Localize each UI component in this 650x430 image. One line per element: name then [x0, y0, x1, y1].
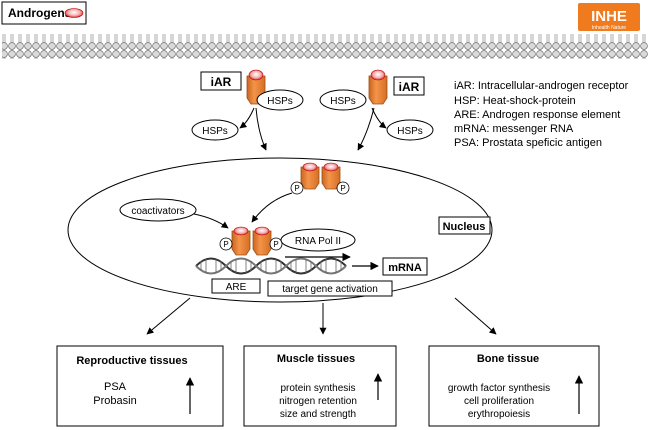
svg-text:HSPs: HSPs [397, 126, 423, 137]
hsp-top-right: HSPs [319, 89, 367, 111]
svg-text:HSPs: HSPs [267, 96, 293, 107]
abbrev-line: PSA: Prostata speficic antigen [454, 137, 602, 149]
androgen-receptor-icon [252, 230, 272, 256]
arrow-receptor-to-nucleus-left [255, 107, 267, 151]
svg-text:P: P [273, 240, 278, 249]
abbrev-line: HSP: Heat-shock-protein [454, 95, 576, 107]
logo-tagline: Inhealth Nature [592, 25, 626, 31]
androgen-icon [248, 69, 264, 81]
arrow-dimer-to-dna [251, 192, 293, 223]
hsp-bottom-right: HSPs [386, 119, 434, 141]
bone-tissue-box: Bone tissue growth factor synthesis cell… [428, 345, 600, 427]
hsp-top-left: HSPs [256, 89, 304, 111]
nucleus-membrane [67, 157, 493, 303]
androgen-receptor-icon [300, 166, 320, 190]
are-box: ARE [211, 278, 261, 294]
tissue-title: Reproductive tissues [76, 355, 187, 367]
target-gene-activation-box: target gene activation [267, 280, 393, 297]
androgen-icon [370, 69, 386, 81]
tissue-title: Bone tissue [477, 353, 539, 365]
abbrev-line: iAR: Intracellular-androgen receptor [454, 80, 629, 92]
androgen-icon [254, 226, 270, 236]
tissue-effect: cell proliferation [464, 396, 534, 407]
coactivators: coactivators [119, 198, 197, 222]
androgen-icon [64, 8, 84, 18]
svg-text:RNA Pol II: RNA Pol II [295, 236, 341, 247]
arrow-receptor-to-nucleus-right [357, 107, 375, 151]
abbrev-line: ARE: Androgen response element [454, 109, 620, 121]
arrow-to-reproductive [146, 297, 191, 335]
phospho-marker [269, 237, 283, 251]
dna-helix [195, 257, 347, 275]
svg-text:coactivators: coactivators [131, 206, 184, 217]
svg-text:ARE: ARE [226, 282, 247, 293]
androgen-icon [233, 226, 249, 236]
svg-text:HSPs: HSPs [202, 126, 228, 137]
nucleus-label: Nucleus [438, 216, 491, 235]
androgen-receptor-icon [231, 230, 251, 256]
receptor-left: iAR [200, 69, 266, 105]
logo-text: INHE [591, 8, 627, 25]
androgen-icon [302, 162, 318, 172]
svg-text:mRNA: mRNA [388, 262, 422, 274]
phospho-marker [219, 237, 233, 251]
svg-text:P: P [294, 184, 299, 193]
androgens-label: Androgens [8, 6, 72, 20]
tissue-effect: erythropoiesis [468, 409, 530, 420]
androgens-legend: Androgens [1, 1, 87, 25]
receptor-right: iAR [368, 69, 425, 105]
androgen-receptor-icon [368, 75, 388, 105]
iar-label-right: iAR [399, 80, 420, 94]
svg-text:target gene activation: target gene activation [282, 284, 378, 295]
svg-text:Nucleus: Nucleus [443, 221, 486, 233]
hsp-bottom-left: HSPs [191, 119, 239, 141]
tissue-effect: Probasin [93, 395, 136, 407]
arrow-to-bone [454, 297, 497, 335]
arrow-hsp-release-left [239, 107, 255, 129]
abbrev-line: mRNA: messenger RNA [454, 123, 574, 135]
androgen-icon [323, 162, 339, 172]
iar-label-left: iAR [211, 75, 232, 89]
svg-text:P: P [223, 240, 228, 249]
muscle-tissues-box: Muscle tissues protein synthesis nitroge… [243, 345, 397, 427]
arrow-hsp-release-right [371, 107, 387, 129]
inhe-logo: INHE Inhealth Nature [578, 3, 640, 31]
mrna-box: mRNA [382, 257, 428, 276]
receptor-dimer-phosphorylated: P P [290, 162, 350, 195]
tissue-title: Muscle tissues [277, 353, 355, 365]
abbreviation-legend: iAR: Intracellular-androgen receptor HSP… [454, 80, 629, 149]
tissue-effect: PSA [104, 381, 127, 393]
tissue-effect: size and strength [280, 409, 356, 420]
phospho-marker [290, 181, 304, 195]
receptor-dimer-on-dna: P P [219, 226, 283, 256]
tissue-effect: protein synthesis [280, 383, 355, 394]
tissue-effect: nitrogen retention [279, 396, 357, 407]
rna-polymerase: RNA Pol II [280, 228, 356, 252]
svg-text:HSPs: HSPs [330, 96, 356, 107]
phospho-marker [336, 181, 350, 195]
cell-membrane [2, 34, 648, 59]
tissue-effect: growth factor synthesis [448, 383, 550, 394]
reproductive-tissues-box: Reproductive tissues PSA Probasin [56, 345, 224, 427]
arrow-coactivators [193, 213, 229, 229]
svg-text:P: P [340, 184, 345, 193]
androgen-receptor-icon [321, 166, 341, 190]
